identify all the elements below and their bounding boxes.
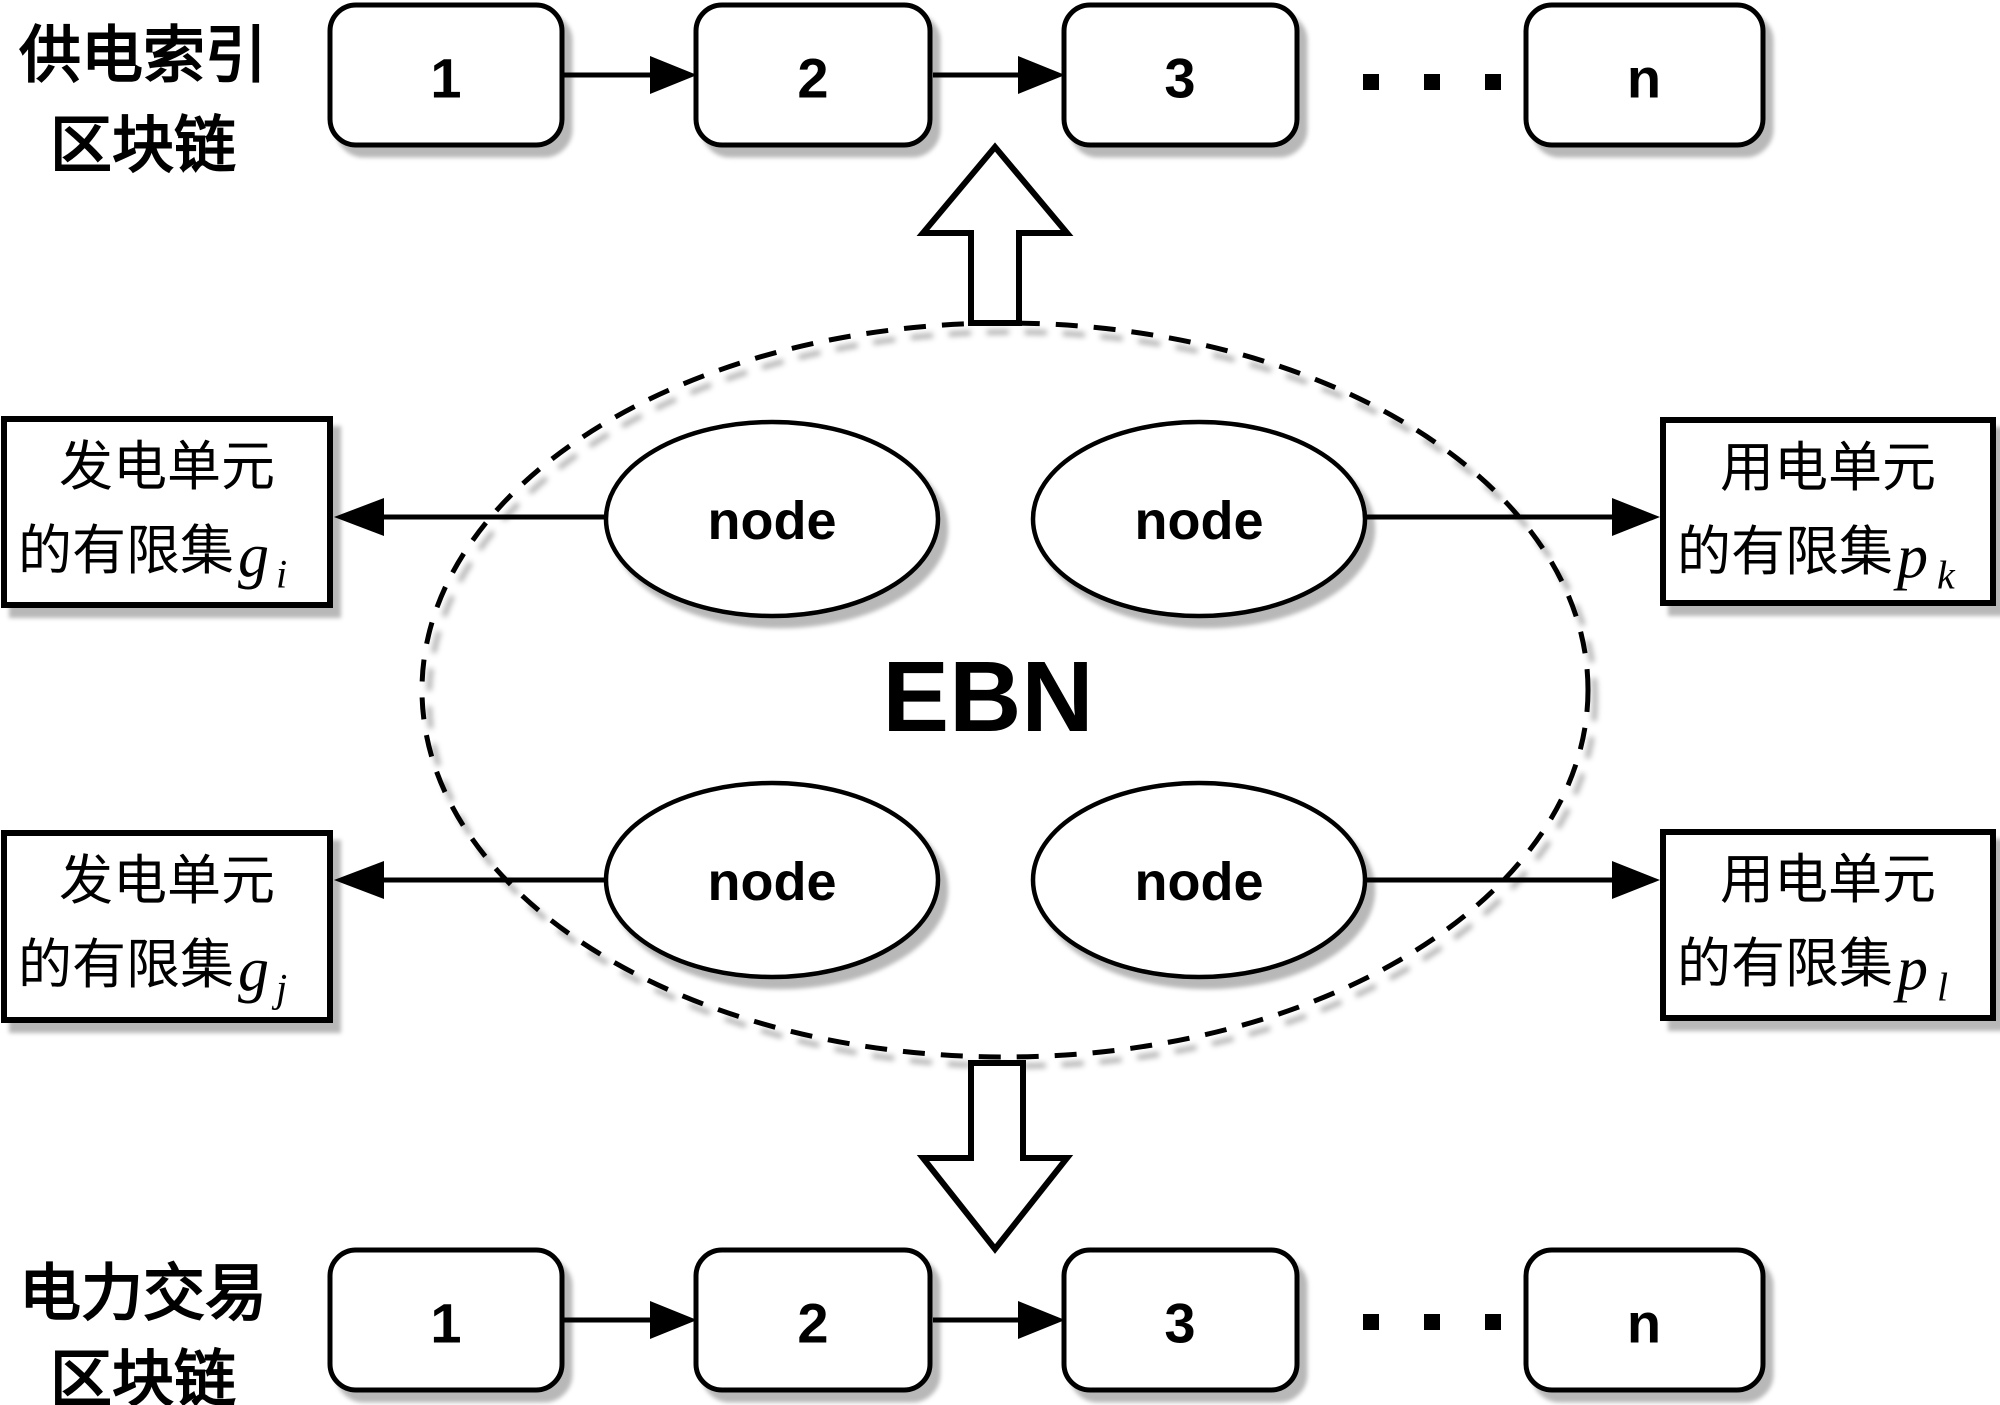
up-hollow-arrow	[916, 142, 1074, 326]
arrowhead-use-bottom	[1612, 861, 1660, 899]
bottom-chain-arrowhead-1-2	[650, 1301, 697, 1339]
top-chain-title-line1: 供电索引	[19, 22, 267, 91]
top-chain-ellipsis-dot	[1363, 74, 1379, 90]
use-bottom-subscript: l	[1937, 965, 1948, 1010]
top-chain-block-3-label: 3	[1164, 47, 1195, 110]
bottom-chain-ellipsis-dot	[1424, 1314, 1440, 1330]
use-top-symbol: p	[1893, 523, 1928, 591]
bottom-chain-block-n	[1523, 1247, 1766, 1393]
top-chain-block-1-label: 1	[430, 47, 461, 110]
top-chain-block-n	[1523, 2, 1766, 148]
use-bottom-symbol: p	[1893, 935, 1928, 1003]
use-bottom-line1: 用电单元	[1720, 850, 1936, 910]
ebn-boundary-ellipse	[419, 320, 1591, 1060]
use-top-line1: 用电单元	[1720, 438, 1936, 498]
gen-bottom-symbol: g	[238, 936, 269, 1004]
generation-set-box-top	[1, 416, 333, 608]
node-label-bottom-left: node	[708, 852, 837, 912]
gen-top-subscript: i	[276, 552, 287, 597]
bottom-chain-block-1-label: 1	[430, 1292, 461, 1355]
gen-bottom-line1: 发电单元	[59, 851, 275, 911]
bottom-chain-title-line2: 区块链	[50, 1346, 236, 1405]
arrowhead-gen-top	[334, 498, 384, 536]
top-chain-arrowhead-1-2	[650, 56, 697, 94]
bottom-chain-arrowhead-2-3	[1018, 1301, 1065, 1339]
generation-set-box-bottom	[1, 830, 333, 1023]
consumption-set-box-bottom	[1660, 829, 1996, 1021]
bottom-chain-title-line1: 电力交易	[19, 1260, 267, 1329]
top-chain-title-line2: 区块链	[50, 112, 236, 181]
top-chain-arrowhead-2-3	[1018, 56, 1065, 94]
arrowhead-use-top	[1612, 498, 1660, 536]
gen-top-line1: 发电单元	[59, 437, 275, 497]
consumption-set-box-top	[1660, 417, 1996, 606]
bottom-chain-block-2-label: 2	[797, 1292, 828, 1355]
use-top-line2: 的有限集	[1677, 522, 1893, 582]
gen-bottom-subscript: j	[271, 966, 287, 1011]
ebn-title: EBN	[882, 641, 1093, 753]
bottom-chain-ellipsis-dot	[1363, 1314, 1379, 1330]
top-chain-ellipsis-dot	[1485, 74, 1501, 90]
use-bottom-line2: 的有限集	[1677, 934, 1893, 994]
bottom-chain-block-3-label: 3	[1164, 1292, 1195, 1355]
arrowhead-gen-bottom	[334, 861, 384, 899]
bottom-chain-ellipsis-dot	[1485, 1314, 1501, 1330]
top-chain-block-n-label: n	[1627, 47, 1661, 110]
gen-top-symbol: g	[238, 522, 269, 590]
use-top-subscript: k	[1937, 553, 1956, 598]
node-label-top-left: node	[708, 491, 837, 551]
gen-bottom-line2: 的有限集	[18, 935, 234, 995]
top-chain-block-2-label: 2	[797, 47, 828, 110]
gen-top-line2: 的有限集	[18, 521, 234, 581]
node-label-top-right: node	[1135, 491, 1264, 551]
node-label-bottom-right: node	[1135, 852, 1264, 912]
bottom-chain-block-n-label: n	[1627, 1292, 1661, 1355]
top-chain-ellipsis-dot	[1424, 74, 1440, 90]
down-hollow-arrow	[916, 1060, 1074, 1254]
